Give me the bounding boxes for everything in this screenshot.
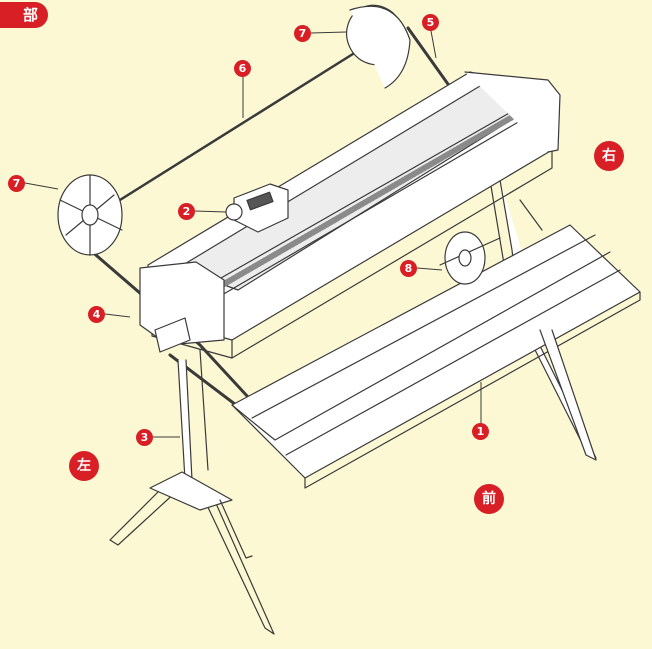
callout-2: 2 <box>178 203 195 220</box>
callout-4: 4 <box>88 306 105 323</box>
crank-handle <box>154 317 191 353</box>
direction-left-badge: 左 <box>69 451 99 481</box>
roll-disk-left <box>57 174 123 256</box>
callout-8: 8 <box>400 260 417 277</box>
spindle-rod <box>94 40 374 217</box>
callout-5-label: 5 <box>426 16 435 29</box>
counter-unit <box>225 183 289 233</box>
callout-3: 3 <box>136 429 153 446</box>
callout-2-label: 2 <box>182 205 191 218</box>
direction-front-badge: 前 <box>474 484 504 514</box>
callout-7-top: 7 <box>294 25 311 42</box>
machine-body <box>139 71 561 359</box>
small-roll-holder <box>439 231 501 285</box>
callout-8-label: 8 <box>404 262 413 275</box>
front-rod <box>58 222 262 412</box>
callout-7-left: 7 <box>8 175 25 192</box>
direction-right-label: 右 <box>602 148 616 164</box>
tray <box>231 224 641 489</box>
direction-front-label: 前 <box>482 491 496 507</box>
section-title-tab: 部 <box>0 2 48 28</box>
direction-left-label: 左 <box>77 458 91 474</box>
callout-7-left-label: 7 <box>12 177 21 190</box>
right-front-leg <box>539 329 597 461</box>
callout-1: 1 <box>472 423 489 440</box>
section-title: 部 <box>22 6 38 24</box>
callout-5: 5 <box>422 14 439 31</box>
left-stand <box>109 349 275 635</box>
callout-7-top-label: 7 <box>298 27 307 40</box>
callout-4-label: 4 <box>92 308 101 321</box>
direction-right-badge: 右 <box>594 141 624 171</box>
roll-disk-top <box>346 4 411 89</box>
callout-1-label: 1 <box>476 425 485 438</box>
callout-6-label: 6 <box>238 62 247 75</box>
callout-3-label: 3 <box>140 431 149 444</box>
callout-6: 6 <box>234 60 251 77</box>
